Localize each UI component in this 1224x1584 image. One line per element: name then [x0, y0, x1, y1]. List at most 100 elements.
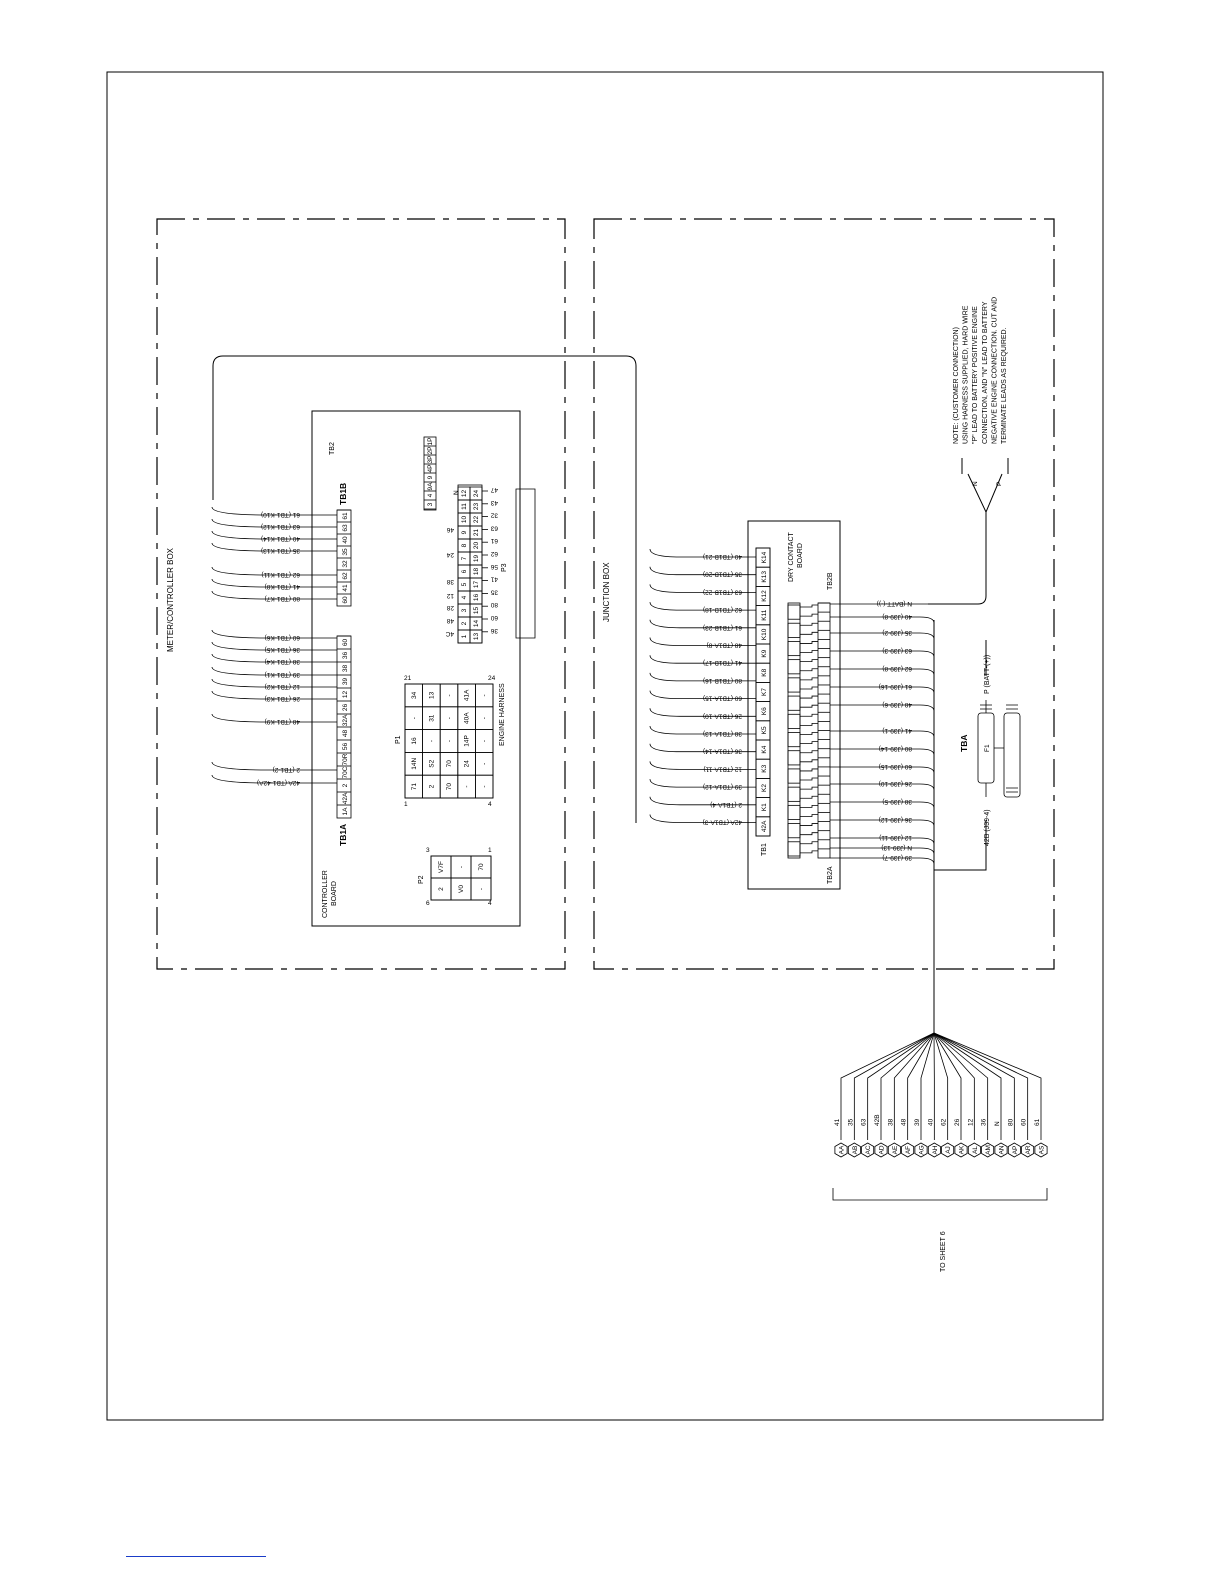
p3-wire-label-left: 46 — [446, 526, 454, 533]
note-line: USING HARNESS SUPPLIED, HARD WIRE — [963, 305, 970, 444]
tb1a-wire — [211, 761, 337, 771]
harness-loop — [212, 355, 637, 823]
tb2-terminal: 2P — [427, 447, 434, 455]
connector-wire-label: 39 — [914, 1118, 921, 1126]
k-terminal: K9 — [761, 649, 768, 657]
tb2-terminal: 1P — [427, 438, 434, 446]
p3-wire-label: 32 — [490, 512, 498, 519]
connector-code: AC — [865, 1145, 872, 1154]
tb1a-wire — [211, 713, 337, 723]
dc-left-wire-label: 62 (TB1B-18) — [703, 606, 742, 613]
connector-hex-icon — [874, 1142, 888, 1158]
dc-left-wire — [649, 725, 756, 735]
fan-lead — [933, 1032, 989, 1140]
connector-code: AF — [905, 1146, 912, 1154]
relay-cell — [787, 841, 801, 857]
connector-code: AH — [932, 1145, 939, 1154]
lead-p-label: P — [996, 482, 1003, 486]
p3-pin: 21 — [473, 529, 480, 537]
relay-jumper — [800, 613, 818, 617]
p1-pin: - — [428, 740, 435, 742]
tb1a-terminal: 1A — [342, 807, 349, 816]
connector-hex-icon — [1021, 1142, 1035, 1158]
p3-wire-label: 36 — [490, 627, 498, 634]
p3-pin: 15 — [473, 607, 480, 615]
lead-n-label: N — [972, 481, 979, 486]
p3-wire-label: 56 — [490, 563, 498, 570]
connector-code: AD — [879, 1145, 886, 1154]
fan-lead — [933, 1032, 1002, 1140]
tba-label: TBA — [959, 735, 969, 752]
controller-board: CONTROLLER BOARD — [311, 410, 521, 927]
connector-hex-icon — [981, 1142, 995, 1158]
connector-wire-label: 63 — [861, 1118, 868, 1126]
tb1b-terminal: 40 — [342, 536, 349, 544]
relay-jumper — [800, 768, 818, 772]
dc-right-wire-label: 12 (J39-11) — [879, 834, 912, 841]
p1-pin: - — [481, 786, 488, 788]
tb1b-wire — [211, 506, 337, 516]
p3-pin: 1 — [461, 634, 468, 638]
p1-pin: 24 — [464, 760, 471, 768]
dc-right-wire-label: 62 (J39-8) — [882, 665, 912, 672]
connector-hex-icon — [941, 1142, 955, 1158]
tb1b-wire — [211, 542, 337, 552]
dc-right-wire — [830, 616, 935, 624]
dc-left-wire — [649, 761, 756, 770]
tb1a-terminal: 38 — [342, 665, 349, 673]
connector-code: AK — [959, 1145, 966, 1154]
tb1b-terminal: 32 — [342, 560, 349, 568]
dc-right-wire — [830, 857, 935, 865]
fan-lead — [880, 1032, 935, 1140]
tb1a-wire-label: 12 (TB1-K2) — [265, 683, 300, 690]
connector-wire-label: 60 — [1021, 1118, 1028, 1126]
junction-box — [593, 218, 1055, 970]
connector-hex-icon — [967, 1142, 981, 1158]
tb1b-wire-label: 62 (TB1-K11) — [261, 571, 300, 578]
k-terminal: K14 — [761, 551, 768, 563]
dc-right-wire-label: 80 (J39-14) — [879, 745, 912, 752]
relay-cell — [787, 695, 801, 711]
connector-wire-label: 26 — [954, 1118, 961, 1126]
tb1a-terminal: 48 — [342, 730, 349, 738]
p3-wire-label: 62 — [490, 550, 498, 557]
dc-left-wire-label: 38 (TB1A-13) — [703, 730, 742, 737]
tb1b-wire — [211, 566, 337, 576]
tb1a-terminal: 60 — [342, 639, 349, 647]
note-line: NOTE: (CUSTOMER CONNECTION) — [953, 327, 960, 444]
p3-wire-label: 63 — [490, 524, 498, 531]
connector-wire-label: N — [994, 1121, 1001, 1126]
tba-fuse-block: F1 TBA P (BATT-(+)) 42B (J39-4) — [959, 640, 1021, 846]
p1-pin-1: 1 — [404, 801, 408, 808]
connector-wire-label: 48 — [901, 1118, 908, 1126]
p3-label: P3 — [501, 563, 508, 572]
sheet-border — [106, 71, 1104, 1421]
relay-jumper — [800, 823, 818, 826]
connector-code: AJ — [945, 1146, 952, 1154]
p3-wire-label: 47 — [490, 486, 498, 493]
dc-left-wire — [649, 566, 756, 576]
p1-pin: - — [411, 717, 418, 719]
connector-hex-icon — [901, 1142, 915, 1158]
note-line: NEGATIVE ENGINE CONNECTION. CUT AND — [991, 297, 998, 444]
connector-code: AL — [972, 1146, 979, 1154]
p3-wire-label-left: 48 — [446, 617, 454, 624]
connector-code: AE — [892, 1145, 899, 1154]
p2-pin-4: 4 — [488, 900, 492, 907]
p2-pin: 2 — [438, 887, 445, 891]
dc-right-wire — [830, 668, 935, 676]
tb1a-wire-label: 60 (TB1-K6) — [265, 634, 300, 641]
connector-hex-icon — [994, 1142, 1008, 1158]
tb1b-terminal: 60 — [342, 596, 349, 604]
dc-left-wire — [649, 690, 756, 699]
engine-harness-label: ENGINE HARNESS — [499, 683, 506, 746]
relay-cell — [787, 823, 801, 839]
tb2-terminal: 3 — [427, 502, 434, 506]
controller-title-2: BOARD — [331, 881, 338, 906]
dry-contact-title-1: DRY CONTACT — [788, 531, 795, 582]
relay-cell — [787, 732, 801, 748]
dc-right-wire — [830, 650, 935, 658]
